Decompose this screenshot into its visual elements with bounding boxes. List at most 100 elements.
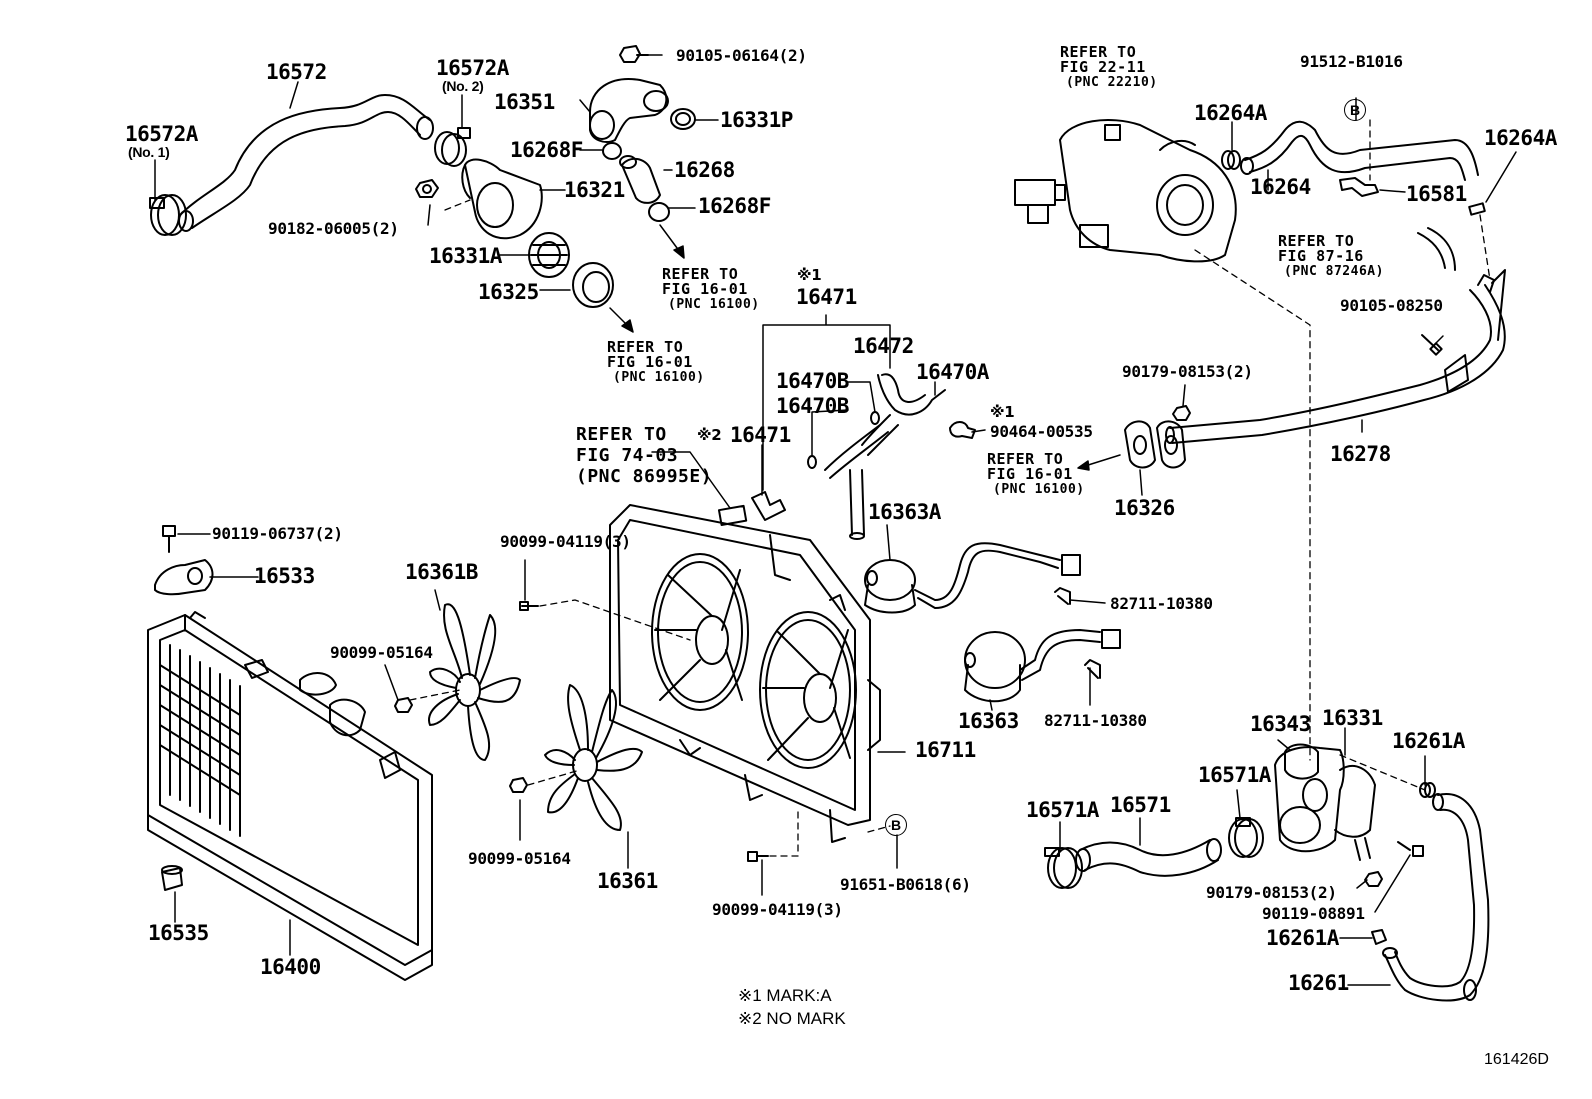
label-16268: 16268 (674, 158, 735, 182)
clamp-16264A-b (1469, 203, 1485, 214)
hose-16572 (179, 95, 433, 231)
clamps-16470B (808, 412, 879, 468)
label-16363: 16363 (958, 709, 1019, 733)
reference-arrows (610, 225, 1120, 470)
ref-fig-22-11-line1: REFER TO (1060, 43, 1137, 61)
bracket-16278 (1445, 355, 1468, 392)
fan-16361B (429, 604, 520, 760)
label-16572A-no2: 16572A (436, 56, 509, 80)
nut-90179-08153-b (1365, 872, 1382, 886)
throttle-body (1015, 120, 1236, 261)
screw-90099-04119-a (520, 602, 538, 610)
label-16535: 16535 (148, 921, 209, 945)
label-16533: 16533 (254, 564, 315, 588)
label-16343: 16343 (1250, 712, 1311, 736)
label-16261A-a: 16261A (1392, 729, 1465, 753)
ref-fig-74-03-line3: (PNC 86995E) (576, 466, 713, 487)
gasket-16331P (671, 109, 695, 129)
label-82711-10380-a: 82711-10380 (1110, 594, 1213, 613)
ref-fig-74-03-line2: FIG 74-03 (576, 445, 679, 466)
ref-fig-16-01-b: REFER TO FIG 16-01 (PNC 16100) (607, 340, 705, 386)
label-16472: 16472 (853, 334, 914, 358)
housing-16331 (1275, 747, 1375, 860)
label-16268F-a: 16268F (510, 138, 583, 162)
label-16470A: 16470A (916, 360, 989, 384)
label-82711-10380-b: 82711-10380 (1044, 711, 1147, 730)
hose-16470A (825, 374, 945, 539)
label-90119-08891: 90119-08891 (1262, 904, 1365, 923)
label-16571: 16571 (1110, 793, 1171, 817)
clamp-16572A-no2 (435, 128, 470, 166)
mark-1-top: ※1 (797, 266, 822, 284)
marker-b-bottom: B (885, 814, 907, 836)
ref-fig-16-01-a-line1: REFER TO (662, 265, 739, 283)
label-16471-top: 16471 (796, 285, 857, 309)
label-16261: 16261 (1288, 971, 1349, 995)
label-16325: 16325 (478, 280, 539, 304)
label-16400: 16400 (260, 955, 321, 979)
nut-90182 (416, 180, 438, 197)
label-91512-B1016: 91512-B1016 (1300, 52, 1403, 71)
label-90099-05164-b: 90099-05164 (468, 849, 571, 868)
ref-fig-16-01-b-line2: FIG 16-01 (607, 353, 693, 371)
ref-fig-16-01-a-line2: FIG 16-01 (662, 280, 748, 298)
fan-16361 (545, 685, 642, 830)
label-16471-mid: 16471 (730, 423, 791, 447)
ref-fig-16-01-a-line3: (PNC 16100) (668, 297, 760, 312)
label-16321: 16321 (564, 178, 625, 202)
label-90119-06737: 90119-06737(2) (212, 524, 343, 543)
ref-fig-16-01-c-line1: REFER TO (987, 450, 1064, 468)
label-16261A-b: 16261A (1266, 926, 1339, 950)
hose-16264 (1241, 122, 1478, 180)
marker-b-top: B (1344, 99, 1366, 121)
label-16470B-a: 16470B (776, 369, 849, 393)
hose-87246A (1418, 228, 1455, 270)
label-16571A-a: 16571A (1026, 798, 1099, 822)
ref-fig-87-16-line1: REFER TO (1278, 232, 1355, 250)
plug-16535 (162, 866, 182, 890)
label-16572A-no1: 16572A (125, 122, 198, 146)
gasket-16325 (573, 263, 613, 307)
bolt-90119-08891 (1398, 842, 1423, 856)
label-16571A-b: 16571A (1198, 763, 1271, 787)
label-16361B: 16361B (405, 560, 478, 584)
bolt-90119-06737 (163, 526, 175, 552)
clamp-16572A-no1 (150, 195, 186, 235)
ref-fig-16-01-b-line3: (PNC 16100) (613, 370, 705, 385)
fan-motor-16363A (865, 543, 1080, 612)
oring-16268F-a (603, 143, 621, 159)
label-90099-05164-a: 90099-05164 (330, 643, 433, 662)
label-16581: 16581 (1406, 182, 1467, 206)
oring-16268F-b (649, 203, 669, 221)
water-inlet-16321 (462, 160, 542, 239)
label-16326: 16326 (1114, 496, 1175, 520)
hose-16571 (1076, 839, 1221, 876)
pipe-16278 (1166, 270, 1505, 443)
leader-lines (155, 55, 1516, 985)
label-16264A-a: 16264A (1194, 101, 1267, 125)
ref-fig-16-01-c-line3: (PNC 16100) (993, 482, 1085, 497)
label-16361: 16361 (597, 869, 658, 893)
ref-fig-22-11-line3: (PNC 22210) (1066, 75, 1158, 90)
label-16268F-b: 16268F (698, 194, 771, 218)
ref-fig-87-16-line3: (PNC 87246A) (1284, 264, 1384, 279)
label-16572A-no1-sub: (No. 1) (128, 144, 170, 160)
ref-fig-16-01-c: REFER TO FIG 16-01 (PNC 16100) (987, 450, 1085, 498)
label-16331A: 16331A (429, 244, 502, 268)
thermostat-16331A (529, 233, 569, 277)
ref-fig-16-01-c-line2: FIG 16-01 (987, 465, 1073, 483)
label-16331: 16331 (1322, 706, 1383, 730)
hose-16261 (1383, 794, 1488, 1000)
bolt-90105-06164 (620, 46, 648, 62)
clamp-16264A-a (1222, 151, 1240, 169)
ref-fig-74-03: REFER TO FIG 74-03 (PNC 86995E) (576, 424, 712, 487)
bracket-16533 (155, 560, 213, 594)
clip-16471-mid (752, 492, 785, 520)
pipe-16268 (620, 156, 660, 203)
clamp-16261A-b (1372, 930, 1386, 944)
nut-90099-05164-a (395, 698, 412, 712)
label-plate-86995E (719, 506, 746, 525)
ref-fig-16-01-a: REFER TO FIG 16-01 (PNC 16100) (662, 265, 760, 313)
label-90105-08250: 90105-08250 (1340, 296, 1443, 315)
radiator-16400 (148, 612, 432, 980)
